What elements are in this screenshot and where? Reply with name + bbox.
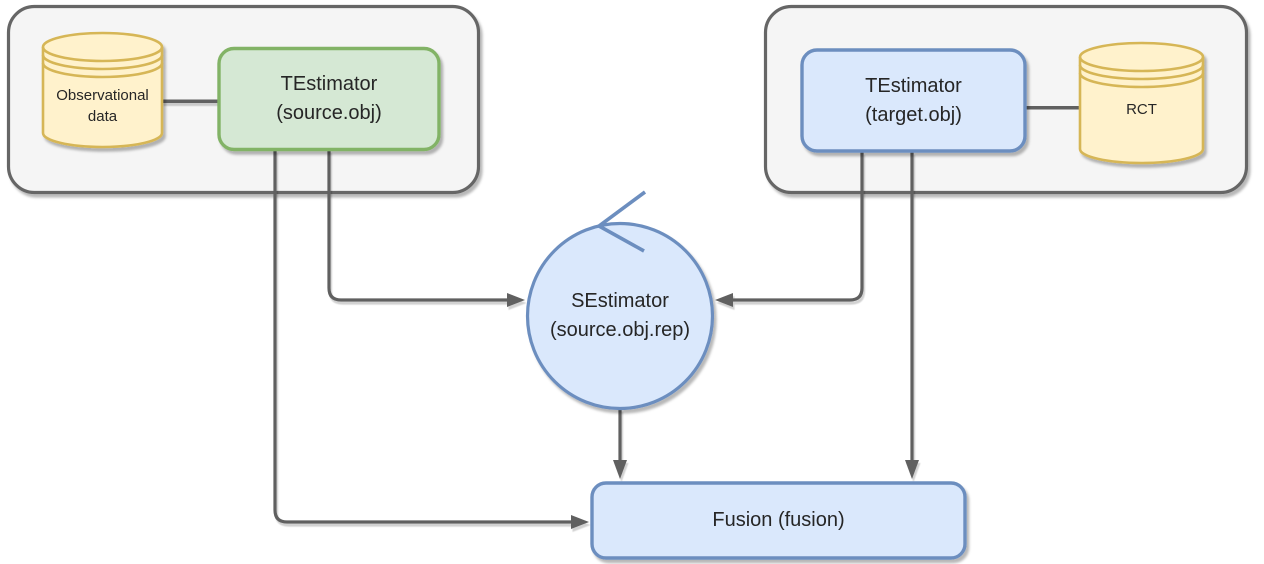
observational-data-cylinder-rim-1: [41, 46, 164, 63]
edge-sestimator-to-fusion-arrowhead: [613, 460, 627, 479]
rct-cylinder: [1078, 41, 1205, 165]
edge-source-to-sestimator-path: [327, 150, 507, 302]
rct-cylinder-rim-3: [1078, 72, 1205, 89]
observational-data-cylinder-rim-3: [41, 62, 164, 79]
fusion-box: [590, 481, 967, 560]
rct-cylinder-body: [1078, 41, 1205, 165]
rct-cylinder-rim-2: [1078, 64, 1205, 81]
edge-source-to-fusion-arrowhead: [571, 515, 589, 529]
edge-target-to-fusion-arrowhead: [905, 460, 919, 479]
edge-source-to-fusion: [273, 150, 589, 529]
edge-source-to-fusion-path: [273, 150, 571, 524]
source-testimator-box: [217, 46, 441, 152]
edges: [273, 150, 919, 529]
observational-data-cylinder-body: [41, 31, 164, 149]
observational-data-cylinder: [41, 31, 164, 149]
target-testimator-box: [800, 48, 1027, 153]
rct-cylinder-rim-1: [1078, 56, 1205, 73]
edge-target-to-sestimator: [715, 152, 864, 307]
edge-target-to-sestimator-arrowhead: [715, 293, 733, 307]
edge-target-to-sestimator-path: [733, 152, 864, 302]
observational-data-cylinder-rim-2: [41, 54, 164, 71]
sestimator-circle: [525, 221, 715, 411]
plain-links: [162, 99, 1081, 110]
sestimator-loop-arrow-icon: [595, 190, 647, 253]
edge-target-to-fusion: [905, 152, 919, 479]
edge-sestimator-to-fusion: [613, 409, 627, 479]
edge-source-to-sestimator-arrowhead: [507, 293, 525, 307]
edge-source-to-sestimator: [327, 150, 525, 307]
